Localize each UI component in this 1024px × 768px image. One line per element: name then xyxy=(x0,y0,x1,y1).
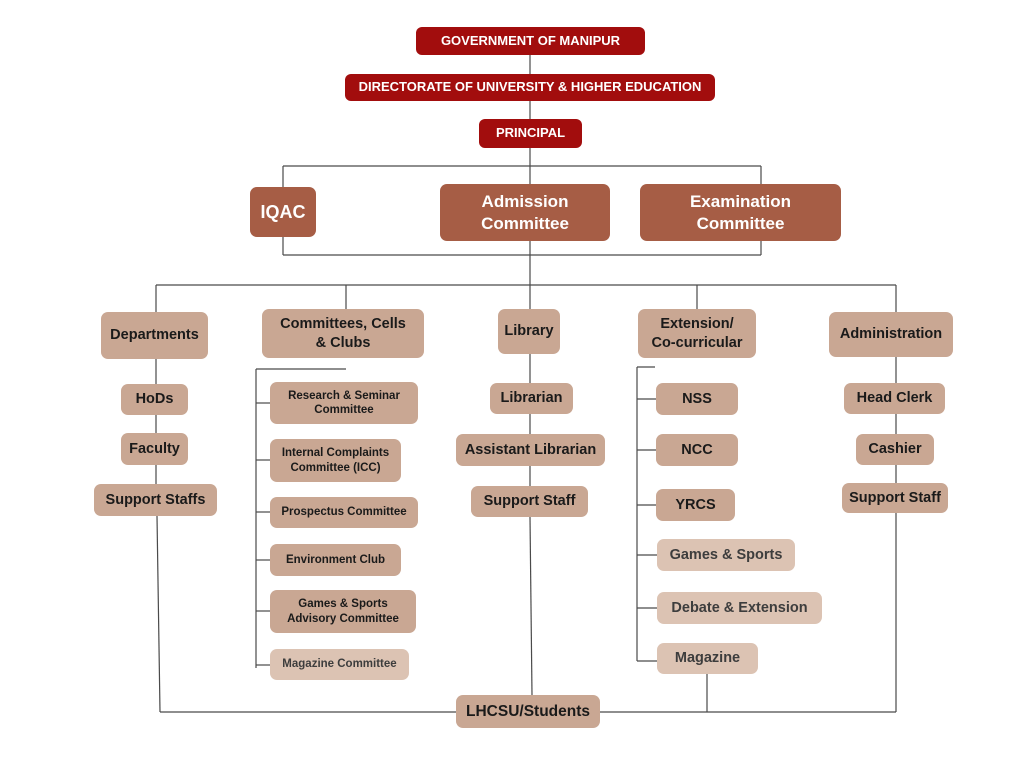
extension-cocurricular-node: Extension/ Co-curricular xyxy=(638,309,756,358)
government-node: GOVERNMENT OF MANIPUR xyxy=(416,27,645,55)
prospectus-committee-node: Prospectus Committee xyxy=(270,497,418,528)
library-node: Library xyxy=(498,309,560,354)
library-support-staff-node: Support Staff xyxy=(471,486,588,517)
students-node: LHCSU/Students xyxy=(456,695,600,728)
librarian-node: Librarian xyxy=(490,383,573,414)
assistant-librarian-node: Assistant Librarian xyxy=(456,434,605,466)
cashier-node: Cashier xyxy=(856,434,934,465)
environment-club-node: Environment Club xyxy=(270,544,401,576)
directorate-node: DIRECTORATE OF UNIVERSITY & HIGHER EDUCA… xyxy=(345,74,715,101)
head-clerk-node: Head Clerk xyxy=(844,383,945,414)
hods-node: HoDs xyxy=(121,384,188,415)
magazine-committee-node: Magazine Committee xyxy=(270,649,409,680)
games-sports-advisory-committee-node: Games & Sports Advisory Committee xyxy=(270,590,416,633)
games-sports-node: Games & Sports xyxy=(657,539,795,571)
debate-extension-node: Debate & Extension xyxy=(657,592,822,624)
support-staffs-node: Support Staffs xyxy=(94,484,217,516)
committees-cells-clubs-node: Committees, Cells & Clubs xyxy=(262,309,424,358)
departments-node: Departments xyxy=(101,312,208,359)
ncc-node: NCC xyxy=(656,434,738,466)
magazine-node: Magazine xyxy=(657,643,758,674)
faculty-node: Faculty xyxy=(121,433,188,465)
iqac-node: IQAC xyxy=(250,187,316,237)
administration-node: Administration xyxy=(829,312,953,357)
admin-support-staff-node: Support Staff xyxy=(842,483,948,513)
examination-committee-node: Examination Committee xyxy=(640,184,841,241)
yrcs-node: YRCS xyxy=(656,489,735,521)
internal-complaints-committee-node: Internal Complaints Committee (ICC) xyxy=(270,439,401,482)
nss-node: NSS xyxy=(656,383,738,415)
principal-node: PRINCIPAL xyxy=(479,119,582,148)
research-seminar-committee-node: Research & Seminar Committee xyxy=(270,382,418,424)
admission-committee-node: Admission Committee xyxy=(440,184,610,241)
